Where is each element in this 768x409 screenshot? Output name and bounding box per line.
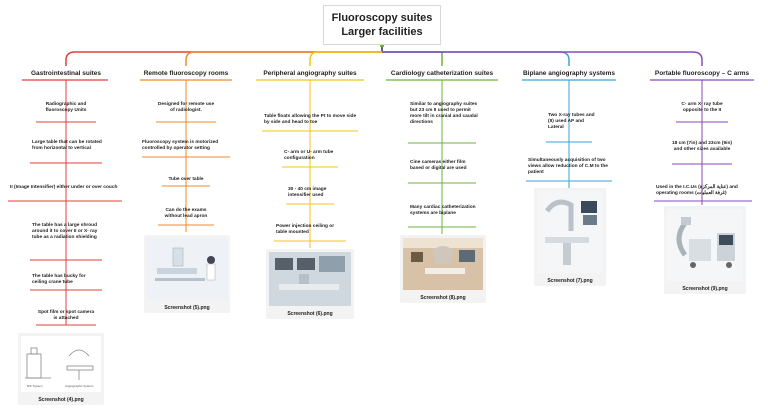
- root-title-box: Fluoroscopy suites Larger facilities: [323, 5, 441, 45]
- branch-biplane-angiography[interactable]: Biplane angiography systems: [522, 70, 616, 77]
- title-line-1: Fluoroscopy suites: [331, 12, 433, 24]
- screenshot-5-caption: Screenshot (5).png: [164, 305, 210, 311]
- node-peripheral-1[interactable]: Table floats allowing the Pt to move sid…: [264, 114, 357, 125]
- node-remote-2[interactable]: Fluoroscopy system is motorized controll…: [142, 140, 219, 151]
- screenshot-8-image: [403, 238, 483, 290]
- node-cardio-1[interactable]: Similar to angiography suites but 23 cm …: [410, 102, 478, 125]
- node-gastro-6[interactable]: Spot film or spot camera is attached: [37, 310, 95, 321]
- node-portable-2[interactable]: 18 cm (7in) and 23cm (9in) and other siz…: [672, 141, 732, 152]
- screenshot-7-card[interactable]: Screenshot (7).png: [534, 188, 606, 286]
- node-biplane-2[interactable]: Simultaneously acquisition of two views …: [528, 158, 608, 175]
- node-portable-3[interactable]: Used in the I.C.Us (عناية المركزة) and o…: [656, 185, 738, 196]
- screenshot-7-image: [537, 191, 603, 273]
- node-remote-3[interactable]: Tube over table: [168, 177, 204, 182]
- node-cardio-3[interactable]: Many cardiac catheterization systems are…: [410, 205, 476, 216]
- screenshot-6-image: [269, 252, 351, 306]
- screenshot-9-caption: Screenshot (9).png: [682, 286, 728, 292]
- screenshot-9-image: [667, 209, 743, 281]
- node-gastro-3[interactable]: II (Image Intensifier) either under or o…: [10, 185, 118, 190]
- node-biplane-1[interactable]: Two X-ray tubes and (II) used AP and Lat…: [548, 113, 595, 130]
- screenshot-4-label-2: Angiographic System: [65, 384, 94, 388]
- node-peripheral-3[interactable]: 30 - 40 cm image intensifier used: [288, 187, 327, 198]
- screenshot-8-card[interactable]: Screenshot (8).png: [400, 235, 486, 303]
- node-gastro-4[interactable]: The table has a large shroud around it t…: [32, 223, 98, 240]
- branch-remote-fluoroscopy[interactable]: Remote fluoroscopy rooms: [143, 70, 229, 77]
- screenshot-4-label-1: R/F System: [27, 384, 43, 388]
- branch-cardiology-catheterization[interactable]: Cardiology catheterization suites: [390, 70, 494, 77]
- screenshot-4-image: R/F System Angiographic System: [21, 336, 101, 392]
- node-remote-4[interactable]: Can do the exams without lead apron: [164, 208, 208, 219]
- screenshot-5-card[interactable]: Screenshot (5).png: [144, 235, 230, 313]
- branch-gastrointestinal[interactable]: Gastrointestinal suites: [30, 70, 102, 77]
- branch-portable-fluoroscopy[interactable]: Portable fluoroscopy – C arms: [654, 70, 750, 77]
- node-gastro-5[interactable]: The table has bucky for ceiling crane tu…: [32, 274, 86, 285]
- node-peripheral-2[interactable]: C- arm or U- arm tube configuration: [284, 150, 334, 161]
- title-line-2: Larger facilities: [341, 26, 423, 38]
- screenshot-5-image: [147, 238, 227, 300]
- screenshot-6-card[interactable]: Screenshot (6).png: [266, 249, 354, 319]
- screenshot-4-caption: Screenshot (4).png: [38, 397, 84, 403]
- node-portable-1[interactable]: C- arm X- ray tube opposite to the II: [681, 102, 723, 113]
- node-remote-1[interactable]: Designed for remote use of radiologist.: [157, 102, 215, 113]
- branch-peripheral-angiography[interactable]: Peripheral angiography suites: [263, 70, 357, 77]
- screenshot-9-card[interactable]: Screenshot (9).png: [664, 206, 746, 294]
- screenshot-4-card[interactable]: R/F System Angiographic System Screensho…: [18, 333, 104, 405]
- screenshot-6-caption: Screenshot (6).png: [287, 311, 333, 317]
- node-peripheral-4[interactable]: Power injection ceiling or table mounted: [276, 224, 335, 235]
- screenshot-7-caption: Screenshot (7).png: [547, 278, 593, 284]
- node-gastro-1[interactable]: Radiographic and fluoroscopy Units: [45, 102, 87, 113]
- screenshot-8-caption: Screenshot (8).png: [420, 295, 466, 301]
- node-gastro-2[interactable]: Large table that can be rotated from hor…: [32, 140, 102, 151]
- node-cardio-2[interactable]: Cine cameras either film based or digita…: [410, 160, 467, 171]
